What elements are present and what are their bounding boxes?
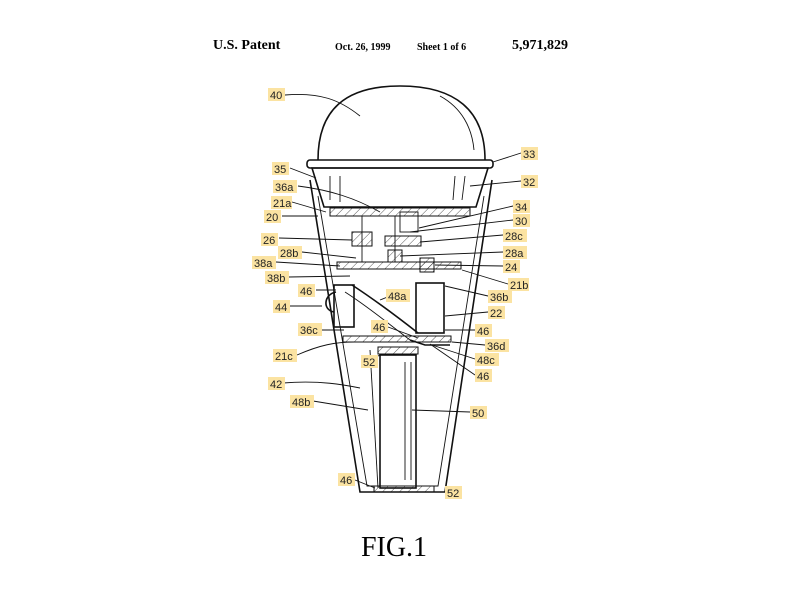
- callout-34: 34: [515, 202, 527, 214]
- callout-38b: 38b: [267, 273, 285, 285]
- motor: [415, 282, 445, 334]
- callout-36d: 36d: [487, 341, 505, 353]
- linkage-48a: [351, 284, 419, 334]
- switch-housing: [333, 284, 355, 328]
- bottom-cap: [373, 485, 435, 493]
- callout-33: 33: [523, 149, 535, 161]
- lower-plate: [342, 335, 452, 343]
- patent-header-title: U.S. Patent: [213, 38, 281, 53]
- callout-42: 42: [270, 379, 282, 391]
- callout-48a: 48a: [388, 291, 407, 303]
- dome-highlight: [439, 95, 475, 151]
- callout-48b: 48b: [292, 397, 310, 409]
- callout-36a: 36a: [275, 182, 294, 194]
- patent-header-date: Oct. 26, 1999: [335, 42, 391, 53]
- figure-title: FIG.1: [360, 532, 428, 563]
- callout-21b: 21b: [510, 280, 528, 292]
- callout-28a: 28a: [505, 248, 524, 260]
- wire-48c: [409, 339, 450, 346]
- callout-46: 46: [340, 475, 352, 487]
- callout-labels: 40 33 35 32 36a 21a 34 20 30 28c 26 28a …: [252, 88, 538, 500]
- wire-48b: [369, 349, 379, 489]
- callout-48c: 48c: [477, 355, 495, 367]
- callout-46: 46: [300, 286, 312, 298]
- callout-36c: 36c: [300, 325, 318, 337]
- patent-header-number: 5,971,829: [512, 38, 568, 53]
- callout-28b: 28b: [280, 248, 298, 260]
- callout-21a: 21a: [273, 198, 292, 210]
- cup-shade: [452, 175, 456, 201]
- callout-46: 46: [477, 371, 489, 383]
- callout-36b: 36b: [490, 292, 508, 304]
- callout-22: 22: [490, 308, 502, 320]
- callout-50: 50: [472, 408, 484, 420]
- callout-52: 52: [447, 488, 459, 500]
- callout-44: 44: [275, 302, 287, 314]
- callout-35: 35: [274, 164, 286, 176]
- callout-24: 24: [505, 262, 517, 274]
- callout-20: 20: [266, 212, 278, 224]
- callout-28c: 28c: [505, 231, 523, 243]
- callout-46: 46: [373, 322, 385, 334]
- rim-band: [306, 159, 494, 169]
- leader-lines: [275, 93, 522, 493]
- patent-header-sheet: Sheet 1 of 6: [417, 42, 467, 53]
- callout-38a: 38a: [254, 258, 273, 270]
- dome-cover: [317, 85, 486, 161]
- callout-32: 32: [523, 177, 535, 189]
- battery-cap: [377, 346, 419, 355]
- spindle-34: [399, 211, 419, 233]
- gear-28c: [384, 235, 422, 247]
- callout-21c: 21c: [275, 351, 293, 363]
- callout-52: 52: [363, 357, 375, 369]
- callout-40: 40: [270, 90, 282, 102]
- callout-46: 46: [477, 326, 489, 338]
- callout-26: 26: [263, 235, 275, 247]
- callout-30: 30: [515, 216, 527, 228]
- cup: [310, 167, 490, 208]
- cup-shade: [461, 175, 466, 201]
